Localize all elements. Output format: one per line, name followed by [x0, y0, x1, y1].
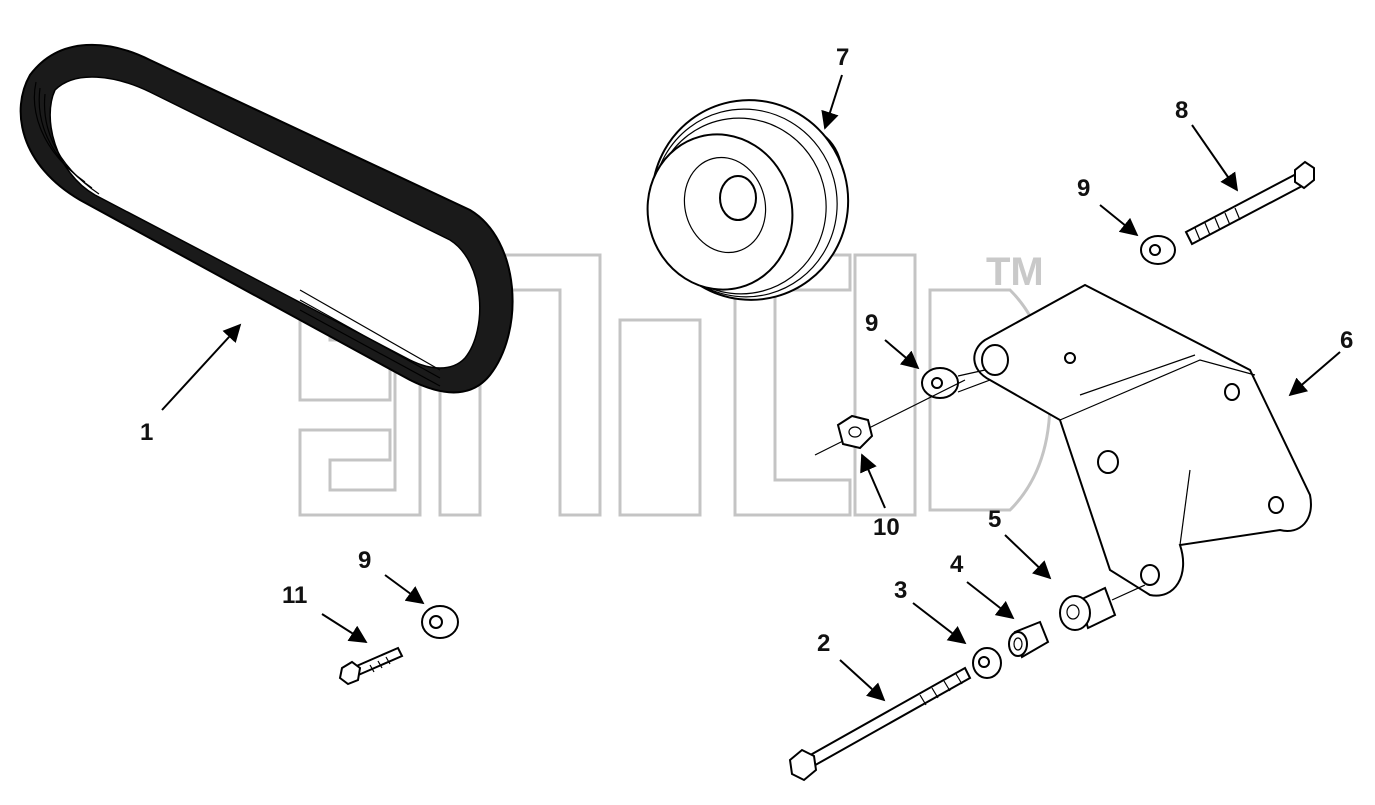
bushing [1059, 584, 1146, 631]
callout-8: 8 [1175, 97, 1188, 124]
callout-3: 3 [894, 577, 907, 604]
washer-lower-left [421, 605, 459, 639]
idler-bolt [788, 666, 972, 782]
callout-4: 4 [950, 551, 964, 578]
crankshaft-pulley [646, 99, 850, 301]
callout-labels: 1 7 8 9 9 6 10 5 4 3 2 9 11 [140, 44, 1353, 657]
hex-nut [814, 379, 966, 456]
small-bolt [338, 646, 404, 686]
washer-middle [921, 367, 991, 399]
callout-1: 1 [140, 419, 153, 446]
callout-11: 11 [282, 582, 307, 609]
callout-6: 6 [1340, 327, 1353, 354]
drive-belt [19, 43, 514, 394]
idler-bracket [973, 283, 1312, 597]
callout-9-upper: 9 [1077, 175, 1090, 202]
callout-9-middle: 9 [865, 310, 878, 337]
callout-7: 7 [836, 44, 849, 71]
bracket-bolt [1184, 160, 1315, 246]
callout-2: 2 [817, 630, 830, 657]
washer-upper-right [1140, 235, 1176, 265]
idler-washer [972, 647, 1002, 679]
trademark-mark: TM [986, 250, 1044, 294]
leader-arrows [161, 74, 1341, 702]
callout-10: 10 [873, 514, 900, 541]
callout-9-lower: 9 [358, 547, 371, 574]
callout-5: 5 [988, 506, 1001, 533]
spacer [1008, 620, 1050, 659]
